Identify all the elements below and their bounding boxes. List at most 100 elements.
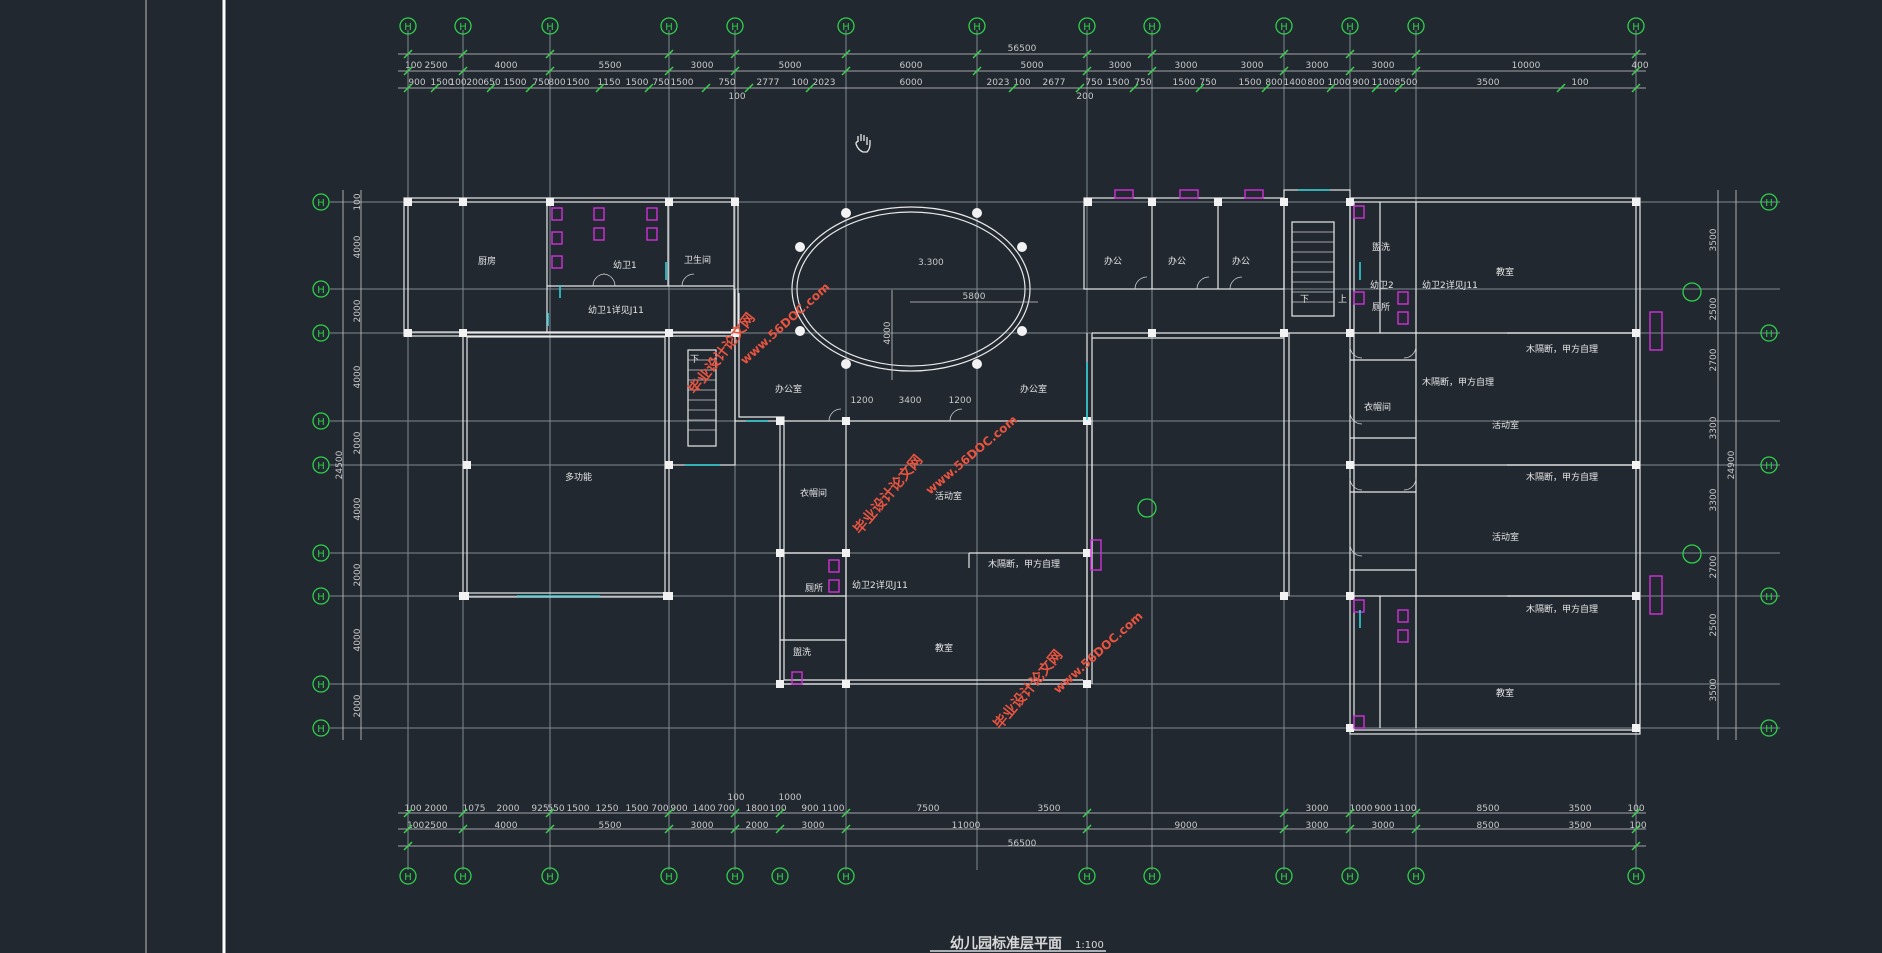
svg-text:H: H [842, 22, 850, 33]
svg-text:900: 900 [670, 804, 687, 814]
room-label: 办公 [1232, 255, 1250, 267]
svg-text:H: H [404, 22, 412, 33]
grid-bubbles-left[interactable]: H H H H H H H H H [312, 193, 330, 737]
grid-bubble: H [399, 17, 417, 35]
drawing-title: 幼儿园标准层平面 1:100 [930, 935, 1106, 952]
dimension-lines-bottom: 56500 100 2500 4000 5500 3000 2000 3000 … [398, 793, 1647, 849]
svg-text:H: H [665, 872, 673, 883]
grid-bubble: H [312, 280, 330, 298]
svg-text:www.56DOC.com: www.56DOC.com [1051, 609, 1146, 696]
stair-treads [688, 231, 1334, 431]
svg-text:H: H [317, 724, 325, 735]
svg-text:700: 700 [651, 804, 668, 814]
grid-bubble: H [837, 17, 855, 35]
svg-text:24500: 24500 [335, 450, 345, 479]
svg-text:5500: 5500 [599, 61, 622, 71]
svg-text:H: H [317, 285, 325, 296]
grid-bubble: H [1407, 17, 1425, 35]
grid-bubble: H [1078, 867, 1096, 885]
svg-text:8500: 8500 [1477, 804, 1500, 814]
grid-bubble: H [1275, 867, 1293, 885]
grid-bubbles-right[interactable]: H H H H H [1137, 193, 1778, 737]
svg-text:H: H [317, 680, 325, 691]
svg-text:4000: 4000 [353, 235, 363, 258]
grid-bubble: H [1627, 17, 1645, 35]
stair-label: 上 [1338, 294, 1347, 305]
svg-text:2000: 2000 [353, 299, 363, 322]
svg-text:4000: 4000 [353, 628, 363, 651]
grid-bubble: H [312, 193, 330, 211]
svg-text:7500: 7500 [917, 804, 940, 814]
room-label: 幼卫1 [613, 259, 637, 271]
svg-text:8500: 8500 [1477, 821, 1500, 831]
watermark-group: 毕业设计论文网 www.56DOC.com 毕业设计论文网 www.56DOC.… [685, 280, 1146, 733]
svg-text:200: 200 [1076, 92, 1093, 102]
grid-bubble: H [1760, 719, 1778, 737]
room-label: 厕所 [805, 583, 823, 594]
svg-text:1150: 1150 [598, 78, 621, 88]
grid-bubbles-bottom[interactable]: H H H H H H H H H H H H H [399, 867, 1645, 885]
svg-text:H: H [1083, 22, 1091, 33]
svg-text:H: H [1412, 22, 1420, 33]
svg-text:3500: 3500 [1709, 228, 1719, 251]
note-text: 木隔断，甲方自理 [1422, 376, 1494, 388]
grid-lines-vertical [407, 30, 1637, 870]
svg-text:H: H [459, 872, 467, 883]
dimension-ticks-top [403, 49, 1641, 93]
svg-text:100: 100 [449, 78, 466, 88]
svg-text:1075: 1075 [463, 804, 486, 814]
svg-text:1500: 1500 [504, 78, 527, 88]
svg-text:H: H [1083, 872, 1091, 883]
room-label: 办公室 [775, 383, 802, 395]
svg-text:1100: 1100 [822, 804, 845, 814]
svg-text:H: H [1148, 22, 1156, 33]
grid-bubble: H [1341, 17, 1359, 35]
note-text: 木隔断，甲方自理 [1526, 343, 1598, 355]
note-text: 木隔断，甲方自理 [1526, 471, 1598, 483]
svg-text:5000: 5000 [1021, 61, 1044, 71]
room-label: 活动室 [1492, 531, 1519, 543]
room-label: 教室 [1496, 687, 1514, 699]
sanitary-fixtures [551, 189, 1663, 729]
svg-text:750: 750 [1134, 78, 1151, 88]
svg-text:H: H [459, 22, 467, 33]
svg-text:H: H [973, 22, 981, 33]
svg-text:2023: 2023 [987, 78, 1010, 88]
svg-text:10000: 10000 [1512, 61, 1541, 71]
svg-text:2500: 2500 [425, 61, 448, 71]
svg-text:100: 100 [407, 821, 424, 831]
svg-text:H: H [1632, 872, 1640, 883]
svg-text:H: H [1280, 872, 1288, 883]
svg-text:H: H [776, 872, 784, 883]
svg-text:1500: 1500 [567, 78, 590, 88]
svg-text:1400: 1400 [1284, 78, 1307, 88]
room-label: 教室 [935, 642, 953, 654]
dim-overall-bottom: 56500 [1008, 839, 1037, 849]
svg-text:2000: 2000 [425, 804, 448, 814]
svg-text:1500: 1500 [671, 78, 694, 88]
svg-text:900: 900 [1374, 804, 1391, 814]
svg-text:1800: 1800 [746, 804, 769, 814]
svg-text:毕业设计论文网: 毕业设计论文网 [850, 452, 926, 538]
svg-text:200: 200 [466, 78, 483, 88]
svg-text:100: 100 [769, 804, 786, 814]
elevation-mark: 3.300 [918, 258, 944, 268]
svg-text:1400: 1400 [693, 804, 716, 814]
svg-text:3500: 3500 [1038, 804, 1061, 814]
svg-text:H: H [404, 872, 412, 883]
svg-text:2000: 2000 [353, 563, 363, 586]
svg-text:H: H [317, 198, 325, 209]
svg-text:3000: 3000 [1241, 61, 1264, 71]
svg-text:1500: 1500 [1107, 78, 1130, 88]
svg-text:750: 750 [1085, 78, 1102, 88]
svg-text:8500: 8500 [1395, 78, 1418, 88]
svg-text:2700: 2700 [1709, 555, 1719, 578]
grid-bubble: H [1760, 193, 1778, 211]
drawing-scale-text: 1:100 [1075, 940, 1104, 951]
drawing-title-text: 幼儿园标准层平面 [950, 935, 1062, 952]
svg-text:3000: 3000 [1306, 804, 1329, 814]
grid-bubble: H [660, 867, 678, 885]
grid-bubbles-top[interactable]: H H H H H H H H H H H H H [399, 17, 1645, 35]
svg-text:3300: 3300 [1709, 416, 1719, 439]
